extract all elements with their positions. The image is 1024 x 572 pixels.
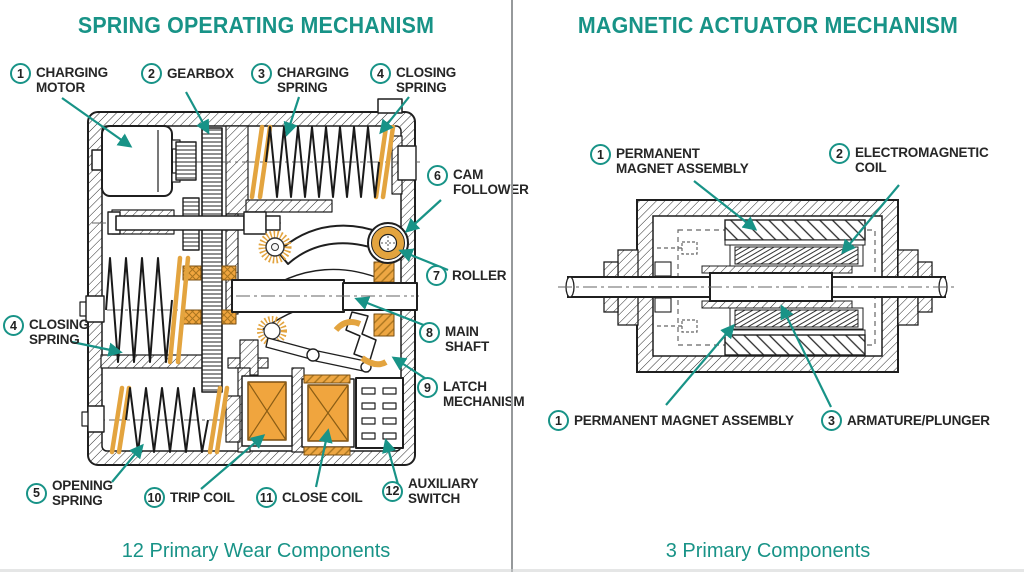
callout-opening-spring: 5 OPENING SPRING: [26, 478, 113, 508]
callout-number: 10: [144, 487, 165, 508]
callout-number: 3: [251, 63, 272, 84]
callout-number: 6: [427, 165, 448, 186]
callout-closing-spring-left: 4 CLOSING SPRING: [3, 315, 89, 347]
callout-electromagnetic-coil: 2 ELECTROMAGNETIC COIL: [829, 143, 989, 175]
callout-label: GEARBOX: [167, 66, 234, 81]
callout-label: PERMANENT MAGNET ASSEMBLY: [616, 146, 749, 176]
callout-number: 8: [419, 322, 440, 343]
callout-label: ARMATURE/PLUNGER: [847, 413, 990, 428]
callout-number: 2: [141, 63, 162, 84]
callout-label: CHARGING MOTOR: [36, 65, 108, 95]
callout-label: PERMANENT MAGNET ASSEMBLY: [574, 413, 794, 428]
callout-number: 11: [256, 487, 277, 508]
callout-number: 5: [26, 482, 47, 504]
callout-label: CLOSING SPRING: [396, 65, 457, 95]
callout-number: 7: [426, 265, 447, 286]
callout-label: AUXILIARY SWITCH: [408, 476, 479, 506]
callout-charging-motor: 1 CHARGING MOTOR: [10, 63, 108, 95]
callout-number: 1: [548, 410, 569, 431]
callout-permanent-magnet-top: 1 PERMANENT MAGNET ASSEMBLY: [590, 144, 749, 176]
callout-label: CAM FOLLOWER: [453, 167, 529, 197]
left-panel-title: SPRING OPERATING MECHANISM: [77, 12, 435, 38]
callout-label: LATCH MECHANISM: [443, 379, 525, 409]
right-panel-caption: 3 Primary Components: [665, 540, 871, 562]
callout-latch-mechanism: 9 LATCH MECHANISM: [417, 377, 525, 409]
callout-label: ROLLER: [452, 268, 507, 283]
callout-charging-spring: 3 CHARGING SPRING: [251, 63, 349, 95]
callout-number: 12: [382, 480, 403, 502]
callout-label: TRIP COIL: [170, 490, 235, 505]
callout-number: 4: [3, 315, 24, 336]
callout-number: 1: [590, 144, 611, 165]
callout-number: 1: [10, 63, 31, 84]
callout-closing-spring-top: 4 CLOSING SPRING: [370, 63, 456, 95]
callout-armature-plunger: 3 ARMATURE/PLUNGER: [821, 410, 990, 431]
callout-trip-coil: 10 TRIP COIL: [144, 487, 235, 508]
left-panel-caption: 12 Primary Wear Components: [121, 540, 391, 562]
callout-auxiliary-switch: 12 AUXILIARY SWITCH: [382, 476, 479, 506]
callout-number: 3: [821, 410, 842, 431]
callout-number: 4: [370, 63, 391, 84]
callout-close-coil: 11 CLOSE COIL: [256, 487, 363, 508]
bottom-edge-bar: [0, 569, 1024, 572]
callout-label: CLOSE COIL: [282, 490, 363, 505]
callout-label: MAIN SHAFT: [445, 324, 489, 354]
callout-main-shaft: 8 MAIN SHAFT: [419, 322, 489, 354]
callout-permanent-magnet-bottom: 1 PERMANENT MAGNET ASSEMBLY: [548, 410, 794, 431]
callout-number: 2: [829, 143, 850, 164]
callout-cam-follower: 6 CAM FOLLOWER: [427, 165, 529, 197]
right-panel-title: MAGNETIC ACTUATOR MECHANISM: [577, 12, 959, 38]
callout-label: CHARGING SPRING: [277, 65, 349, 95]
callout-gearbox: 2 GEARBOX: [141, 63, 234, 84]
callout-roller: 7 ROLLER: [426, 265, 506, 286]
callout-label: CLOSING SPRING: [29, 317, 90, 347]
callout-label: OPENING SPRING: [52, 478, 113, 508]
callout-number: 9: [417, 377, 438, 398]
callout-label: ELECTROMAGNETIC COIL: [855, 145, 989, 175]
panel-divider: [511, 0, 513, 572]
